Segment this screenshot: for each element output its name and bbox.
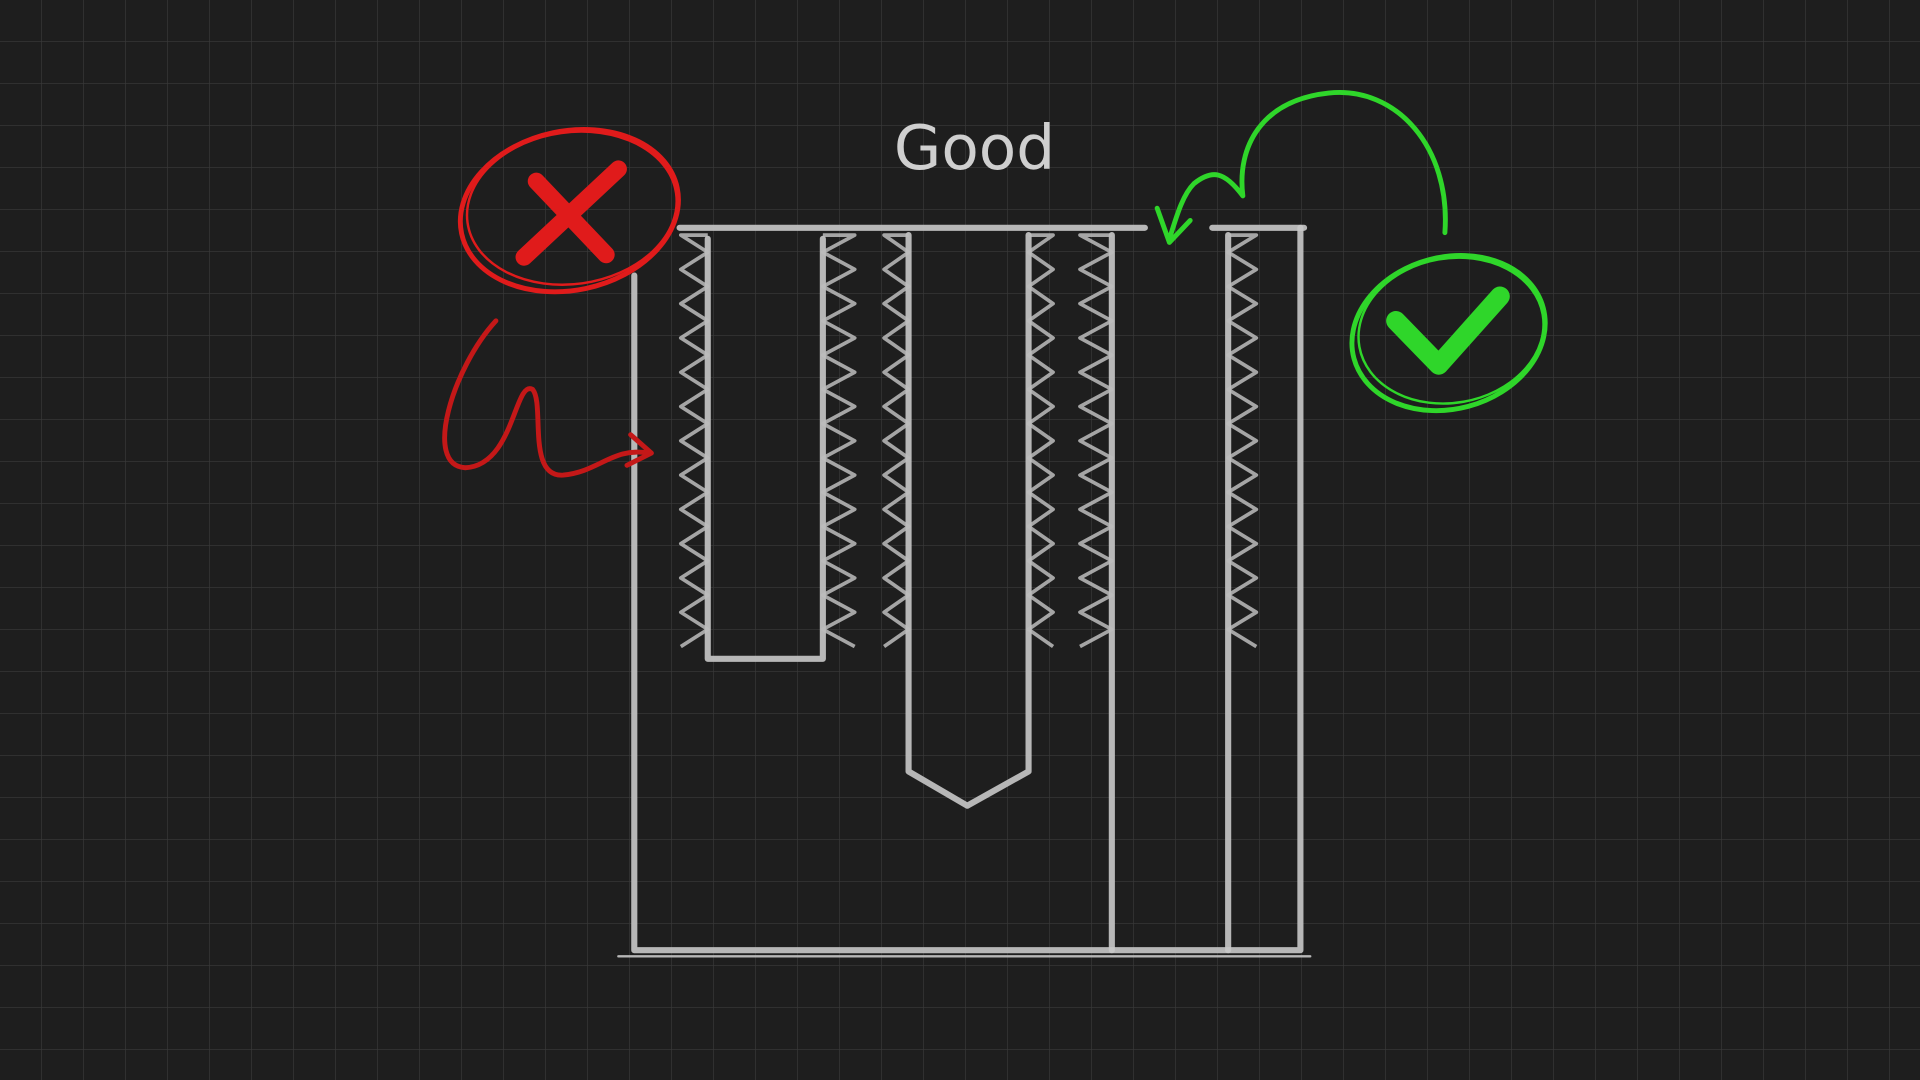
block-outline (617, 224, 1312, 958)
through-slot (1078, 232, 1259, 954)
thread-left (882, 233, 911, 649)
good-marker (1154, 90, 1548, 414)
blind-hole-pointed (882, 232, 1055, 809)
x-mark-icon (515, 160, 627, 266)
thread-left (678, 233, 710, 649)
thread-left (1078, 233, 1114, 649)
bad-marker (442, 127, 681, 478)
thread-right (1026, 233, 1055, 649)
check-mark-icon (1386, 286, 1510, 375)
blind-hole-flat (678, 233, 857, 662)
good-arrow (1154, 90, 1448, 245)
bad-arrow (442, 318, 654, 478)
thread-right (821, 233, 857, 649)
thread-right (1226, 233, 1259, 649)
good-label: Good (894, 113, 1055, 184)
